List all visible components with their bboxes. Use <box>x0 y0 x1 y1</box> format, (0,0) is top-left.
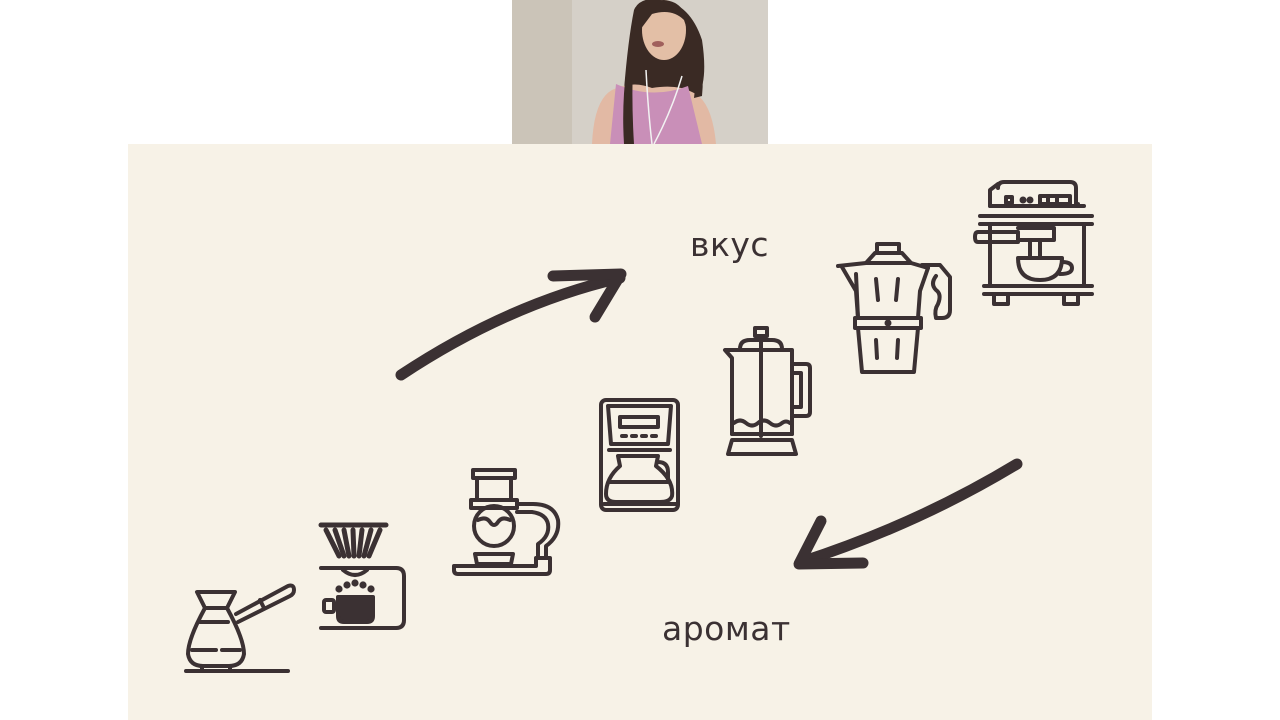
presenter-webcam-feed <box>512 0 768 144</box>
moka-pot-icon <box>836 242 952 374</box>
arrow-down-left-icon <box>793 458 1023 570</box>
cezve-turkish-pot-icon <box>184 583 296 673</box>
aroma-label: аромат <box>662 609 791 648</box>
pour-over-dripper-icon <box>318 522 406 630</box>
presentation-slide: вкус аромат <box>128 144 1152 720</box>
drip-coffee-maker-icon <box>599 398 680 512</box>
arrow-up-right-icon <box>395 268 627 381</box>
presenter-video-image <box>512 0 768 144</box>
siphon-brewer-icon <box>452 468 561 576</box>
taste-label: вкус <box>690 225 770 264</box>
french-press-icon <box>723 326 812 456</box>
espresso-machine-icon <box>973 180 1094 306</box>
